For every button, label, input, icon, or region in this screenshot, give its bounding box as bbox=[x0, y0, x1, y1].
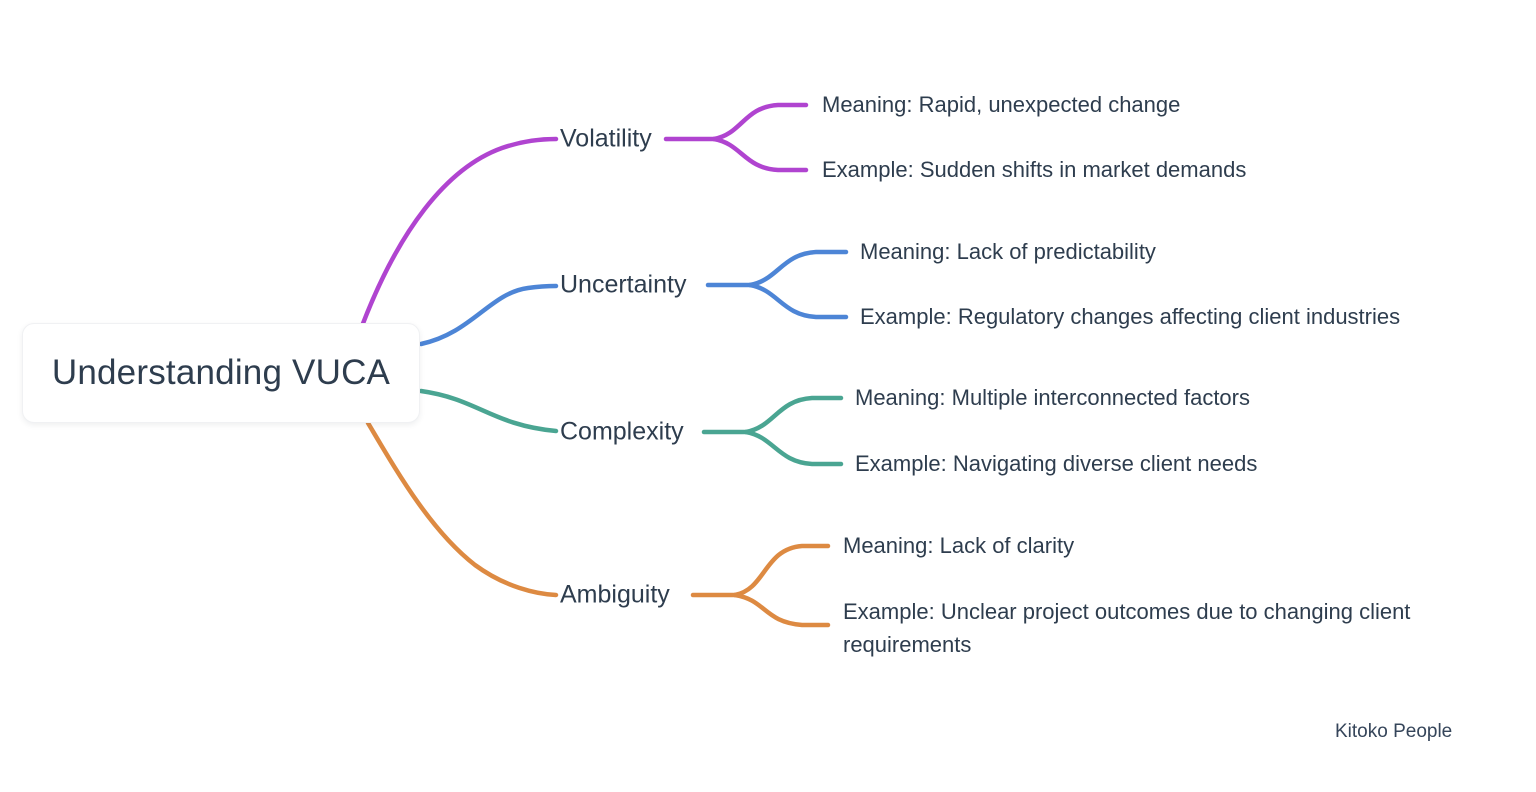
branch-curve-volatility bbox=[359, 102, 809, 329]
branch-node-uncertainty[interactable]: Uncertainty bbox=[560, 270, 687, 299]
root-node[interactable]: Understanding VUCA bbox=[22, 323, 420, 423]
branch-node-complexity[interactable]: Complexity bbox=[560, 417, 684, 446]
branch-node-volatility[interactable]: Volatility bbox=[560, 124, 652, 153]
branch-curve-complexity bbox=[418, 388, 844, 467]
leaf-volatility-example[interactable]: Example: Sudden shifts in market demands bbox=[822, 157, 1247, 182]
branch-curve-ambiguity bbox=[365, 420, 831, 628]
root-title: Understanding VUCA bbox=[51, 353, 391, 392]
leaf-volatility-meaning[interactable]: Meaning: Rapid, unexpected change bbox=[822, 92, 1181, 117]
leaf-ambiguity-meaning[interactable]: Meaning: Lack of clarity bbox=[843, 533, 1075, 558]
leaf-complexity-meaning[interactable]: Meaning: Multiple interconnected factors bbox=[855, 385, 1250, 410]
branch-node-ambiguity[interactable]: Ambiguity bbox=[560, 580, 670, 609]
leaf-complexity-example[interactable]: Example: Navigating diverse client needs bbox=[855, 451, 1258, 476]
footer-credit: Kitoko People bbox=[1335, 721, 1453, 742]
leaf-uncertainty-example[interactable]: Example: Regulatory changes affecting cl… bbox=[860, 304, 1401, 329]
leaf-ambiguity-example[interactable]: Example: Unclear project outcomes due to… bbox=[843, 599, 1411, 657]
branch-curve-uncertainty bbox=[418, 249, 849, 347]
leaf-uncertainty-meaning[interactable]: Meaning: Lack of predictability bbox=[860, 239, 1156, 264]
